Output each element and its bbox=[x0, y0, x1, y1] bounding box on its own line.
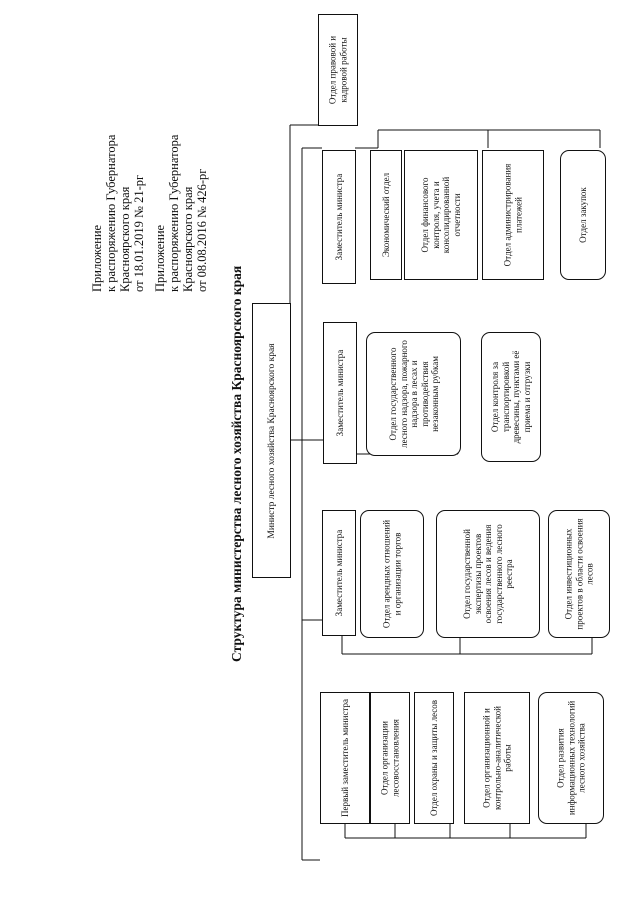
department-label: Отдел администрирования платежей bbox=[502, 163, 524, 267]
department-box: Отдел закупок bbox=[560, 150, 606, 280]
legal-dept-box: Отдел правовой и кадровой работы bbox=[318, 14, 358, 126]
department-label: Отдел арендных отношений и организации т… bbox=[381, 519, 403, 629]
department-box: Отдел организации лесовосстановления bbox=[370, 692, 410, 824]
deputy-head-box: Заместитель министра bbox=[323, 322, 357, 464]
department-box: Отдел арендных отношений и организации т… bbox=[360, 510, 424, 638]
first-deputy-box: Первый заместитель министра bbox=[320, 692, 370, 824]
department-box: Отдел развития информационных технологий… bbox=[538, 692, 604, 824]
department-box: Отдел организационной и контрольно-анали… bbox=[464, 692, 530, 824]
annotation-line: к распоряжению Губернатора bbox=[167, 134, 181, 292]
department-label: Отдел инвестиционных проектов в области … bbox=[563, 518, 595, 630]
annotation-line: от 08.08.2016 № 426-рг bbox=[195, 168, 209, 292]
department-label: Отдел закупок bbox=[577, 187, 588, 243]
department-label: Отдел организации лесовосстановления bbox=[379, 719, 401, 797]
minister-box: Министр лесного хозяйства Красноярского … bbox=[252, 303, 291, 578]
department-box: Отдел государственной экспертизы проекто… bbox=[436, 510, 540, 638]
deputy-head-label: Заместитель министра bbox=[334, 349, 345, 437]
annotation-line: Приложение bbox=[153, 224, 167, 292]
annotation-line: к распоряжению Губернатора bbox=[104, 134, 118, 292]
department-box: Экономический отдел bbox=[370, 150, 402, 280]
annotation-line: от 18.01.2019 № 21-рг bbox=[132, 174, 146, 292]
deputy-head-box: Заместитель министра bbox=[322, 510, 356, 636]
deputy-head-label: Заместитель министра bbox=[333, 173, 344, 261]
minister-label: Министр лесного хозяйства Красноярского … bbox=[266, 342, 277, 539]
department-label: Отдел государственного лесного надзора, … bbox=[387, 340, 440, 448]
department-label: Экономический отдел bbox=[380, 172, 391, 258]
first-deputy-label: Первый заместитель министра bbox=[339, 699, 350, 818]
department-box: Отдел инвестиционных проектов в области … bbox=[548, 510, 610, 638]
annotation-line: Приложение bbox=[90, 224, 104, 292]
department-label: Отдел охраны и защиты лесов bbox=[428, 699, 439, 817]
annotation-line: Красноярского края bbox=[181, 186, 195, 292]
department-label: Отдел развития информационных технологий… bbox=[555, 700, 587, 816]
department-box: Отдел контроля за транспортировкой древе… bbox=[481, 332, 541, 462]
department-label: Отдел организационной и контрольно-анали… bbox=[481, 706, 513, 810]
page-title: Структура министерства лесного хозяйства… bbox=[229, 265, 244, 662]
deputy-head-label: Заместитель министра bbox=[333, 529, 344, 617]
department-box: Отдел государственного лесного надзора, … bbox=[366, 332, 461, 456]
department-label: Отдел финансового контроля, учета и конс… bbox=[420, 176, 462, 254]
department-label: Отдел контроля за транспортировкой древе… bbox=[490, 350, 532, 444]
department-label: Отдел государственной экспертизы проекто… bbox=[461, 524, 514, 624]
annotation-line: Красноярского края bbox=[118, 186, 132, 292]
deputy-head-box: Заместитель министра bbox=[322, 150, 356, 284]
department-box: Отдел финансового контроля, учета и конс… bbox=[404, 150, 478, 280]
department-box: Отдел охраны и защиты лесов bbox=[414, 692, 454, 824]
legal-dept-label: Отдел правовой и кадровой работы bbox=[327, 35, 349, 105]
department-box: Отдел администрирования платежей bbox=[482, 150, 544, 280]
